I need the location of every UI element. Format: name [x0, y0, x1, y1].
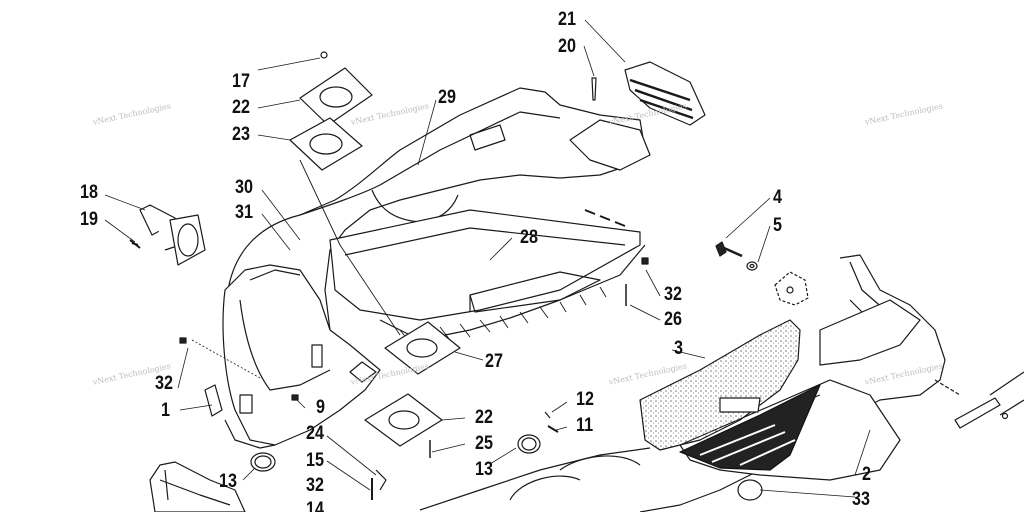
inner-hood-panel [227, 87, 646, 401]
callout-14: 14 [306, 499, 324, 512]
callout-23: 23 [232, 124, 250, 145]
right-bracket [934, 371, 1024, 429]
callout-9: 9 [316, 397, 325, 418]
callout-2: 2 [862, 464, 871, 485]
callout-3: 3 [674, 338, 683, 359]
callout-22: 22 [475, 407, 493, 428]
callout-19: 19 [80, 209, 98, 230]
leader-lines [104, 19, 871, 498]
middle-gasket-stack [349, 321, 461, 447]
foot-pad-part-3 [639, 319, 801, 451]
callout-5: 5 [773, 215, 782, 236]
callout-24: 24 [306, 423, 324, 444]
callout-13: 13 [475, 459, 493, 480]
bottom-left-cover [149, 461, 246, 512]
callout-32: 32 [306, 475, 324, 496]
callout-32: 32 [155, 373, 173, 394]
callout-13: 13 [219, 471, 237, 492]
callout-1: 1 [161, 400, 170, 421]
callout-26: 26 [664, 309, 682, 330]
clamp-33 [737, 479, 763, 501]
callout-4: 4 [773, 187, 782, 208]
callout-27: 27 [485, 351, 503, 372]
vent-grille-part-21 [569, 61, 706, 171]
callout-15: 15 [306, 450, 324, 471]
callout-20: 20 [558, 36, 576, 57]
top-left-gasket-stack [289, 51, 401, 336]
callout-32: 32 [664, 284, 682, 305]
callout-29: 29 [438, 87, 456, 108]
callout-22: 22 [232, 97, 250, 118]
callout-21: 21 [558, 9, 576, 30]
callout-11: 11 [576, 415, 594, 436]
callout-31: 31 [235, 202, 253, 223]
small-hardware [179, 257, 649, 500]
callout-17: 17 [232, 71, 250, 92]
callout-18: 18 [80, 182, 98, 203]
callout-25: 25 [475, 433, 493, 454]
bolt-part-4 [715, 241, 758, 271]
callout-28: 28 [520, 227, 538, 248]
callout-33: 33 [852, 489, 870, 510]
air-duct-boot-part-18 [129, 204, 206, 266]
side-fender-part-1 [204, 264, 381, 449]
callout-12: 12 [576, 389, 594, 410]
callout-30: 30 [235, 177, 253, 198]
